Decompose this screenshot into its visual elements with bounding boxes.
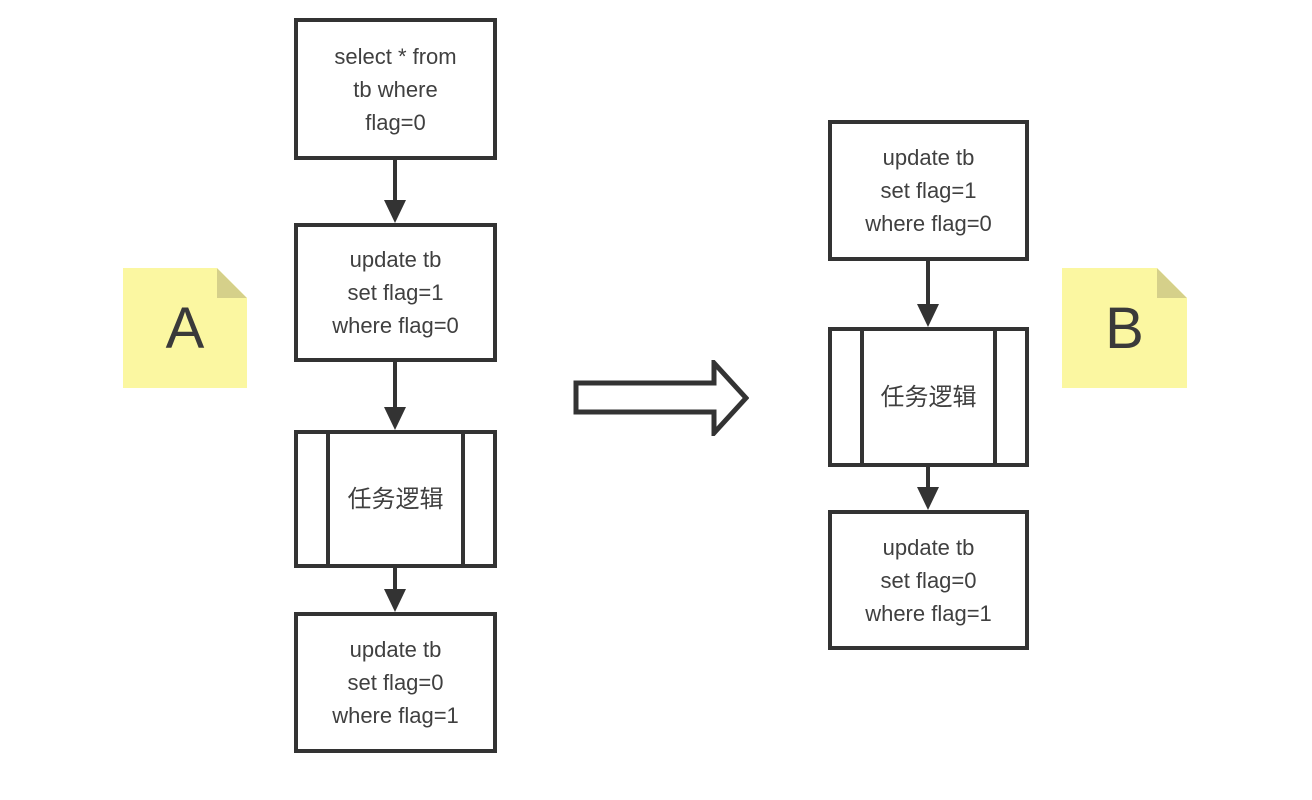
arrow-shaft: [393, 160, 397, 200]
flow-b-arrow-2: [917, 467, 939, 510]
flow-a-node-reset-flag0: update tb set flag=0 where flag=1: [294, 612, 497, 753]
flow-a-node-set-flag1: update tb set flag=1 where flag=0: [294, 223, 497, 362]
note-fold-corner: [1157, 268, 1187, 298]
flow-a-arrow-3: [384, 568, 406, 612]
node-label: update tb set flag=1 where flag=0: [332, 247, 459, 338]
arrow-shaft: [393, 362, 397, 407]
note-b-label: B: [1105, 295, 1144, 361]
flow-b-node-task-logic: 任务逻辑: [828, 327, 1029, 467]
arrow-shaft: [393, 568, 397, 589]
flow-b-arrow-1: [917, 261, 939, 327]
note-fold-corner: [217, 268, 247, 298]
note-a-label: A: [165, 295, 205, 361]
arrowhead-down-icon: [384, 200, 406, 223]
node-label: 任务逻辑: [347, 485, 444, 513]
node-label: update tb set flag=1 where flag=0: [865, 145, 992, 236]
node-label: update tb set flag=0 where flag=1: [332, 637, 459, 728]
arrowhead-down-icon: [384, 407, 406, 430]
arrowhead-down-icon: [917, 487, 939, 510]
arrow-shaft: [926, 261, 930, 304]
flow-a-arrow-2: [384, 362, 406, 430]
node-label: update tb set flag=0 where flag=1: [865, 534, 992, 626]
arrowhead-down-icon: [384, 589, 406, 612]
arrow-shaft: [926, 467, 930, 487]
sticky-note-b: B: [1062, 268, 1187, 388]
sticky-note-a: A: [123, 268, 247, 388]
flow-b-node-set-flag1: update tb set flag=1 where flag=0: [828, 120, 1029, 261]
flow-a-node-task-logic: 任务逻辑: [294, 430, 497, 568]
subroutine-right-bar: [993, 331, 997, 463]
subroutine-left-bar: [326, 434, 330, 564]
node-label: 任务逻辑: [880, 383, 977, 411]
transform-arrow-right-icon: [573, 360, 749, 436]
flow-a-node-select: select * from tb where flag=0: [294, 18, 497, 160]
arrowhead-down-icon: [917, 304, 939, 327]
node-label: select * from tb where flag=0: [334, 43, 457, 135]
flow-a-arrow-1: [384, 160, 406, 223]
subroutine-right-bar: [461, 434, 465, 564]
flow-b-node-reset-flag0: update tb set flag=0 where flag=1: [828, 510, 1029, 650]
subroutine-left-bar: [860, 331, 864, 463]
